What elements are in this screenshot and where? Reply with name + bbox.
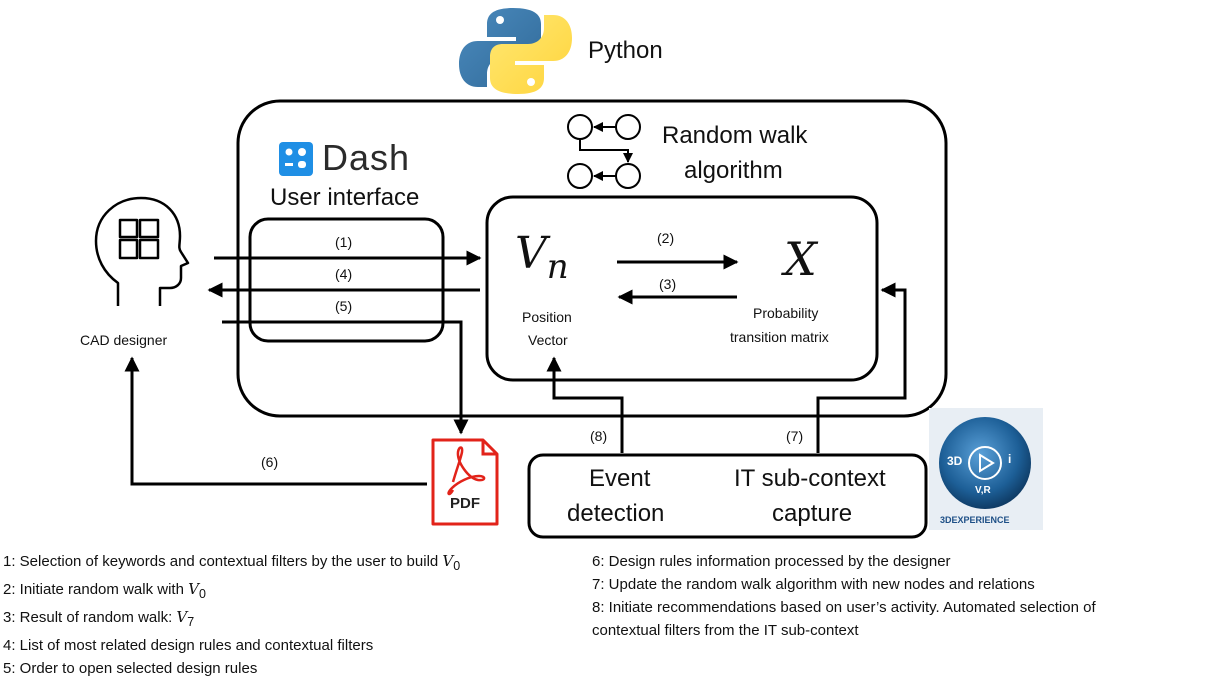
- arrow-7: [816, 282, 907, 453]
- arrow-8: [546, 356, 624, 453]
- legend-item: 2: Initiate random walk with V0: [3, 580, 206, 601]
- legend-item: 4: List of most related design rules and…: [3, 637, 374, 654]
- legend-item: 7: Update the random walk algorithm with…: [592, 576, 1035, 593]
- random-walk-graph-icon: [567, 114, 641, 189]
- badge-vr-text: V,R: [975, 485, 991, 496]
- legend-right: 6: Design rules information processed by…: [592, 550, 1096, 642]
- arrow-7-label: (7): [786, 428, 804, 444]
- dash-logo-text: Dash: [322, 137, 411, 178]
- event-detection-line1: Event: [589, 465, 651, 492]
- random-walk-title-line1: Random walk: [662, 122, 808, 149]
- legend-item: contextual filters from the IT sub-conte…: [592, 622, 859, 639]
- badge-i-text: i: [1008, 452, 1012, 466]
- arrow-6-label: (6): [261, 454, 279, 470]
- event-detection-line2: detection: [567, 500, 665, 527]
- cad-designer-label: CAD designer: [80, 332, 168, 348]
- pdf-icon: [431, 438, 499, 526]
- legend-item: 6: Design rules information processed by…: [592, 553, 951, 570]
- diagram-canvas: [94, 8, 1043, 539]
- position-vector-symbol: Vn: [515, 228, 569, 287]
- python-label: Python: [588, 37, 663, 64]
- legend-item: 3: Result of random walk: V7: [3, 608, 195, 629]
- capture-box: [527, 453, 928, 539]
- it-subcontext-line1: IT sub-context: [734, 465, 886, 492]
- pdf-label: PDF: [450, 495, 480, 512]
- transition-matrix-symbol: X: [784, 232, 817, 286]
- arrow-5: [222, 320, 469, 435]
- badge-3d-text: 3D: [947, 454, 963, 468]
- arrow-8-label: (8): [590, 428, 608, 444]
- random-walk-title-line2: algorithm: [684, 157, 783, 184]
- it-subcontext-line2: capture: [772, 500, 853, 527]
- user-interface-label: User interface: [270, 184, 420, 211]
- legend-left: 1: Selection of keywords and contextual …: [3, 550, 460, 680]
- arrow-6: [124, 356, 427, 486]
- 3dexperience-logo-icon: [929, 408, 1043, 530]
- arrow-5-label: (5): [335, 298, 353, 314]
- python-logo-icon: [459, 8, 572, 94]
- arrow-2-label: (2): [657, 230, 675, 246]
- legend-item: 8: Initiate recommendations based on use…: [592, 599, 1096, 616]
- position-vector-label-line2: Vector: [528, 332, 568, 348]
- arrow-4-label: (4): [335, 266, 353, 282]
- random-walk-box: [485, 195, 879, 382]
- transition-matrix-label-line1: Probability: [753, 305, 819, 321]
- cad-designer-head-icon: [94, 196, 190, 306]
- legend-item: 5: Order to open selected design rules: [3, 660, 258, 677]
- user-interface-box: [248, 217, 445, 343]
- transition-matrix-label-line2: transition matrix: [730, 329, 829, 345]
- arrow-1-label: (1): [335, 234, 353, 250]
- arrow-3-label: (3): [659, 276, 677, 292]
- position-vector-label-line1: Position: [522, 309, 572, 325]
- legend-item: 1: Selection of keywords and contextual …: [3, 552, 461, 573]
- dash-logo-icon: [279, 142, 313, 176]
- 3dexperience-label: 3DEXPERIENCE: [940, 515, 1010, 525]
